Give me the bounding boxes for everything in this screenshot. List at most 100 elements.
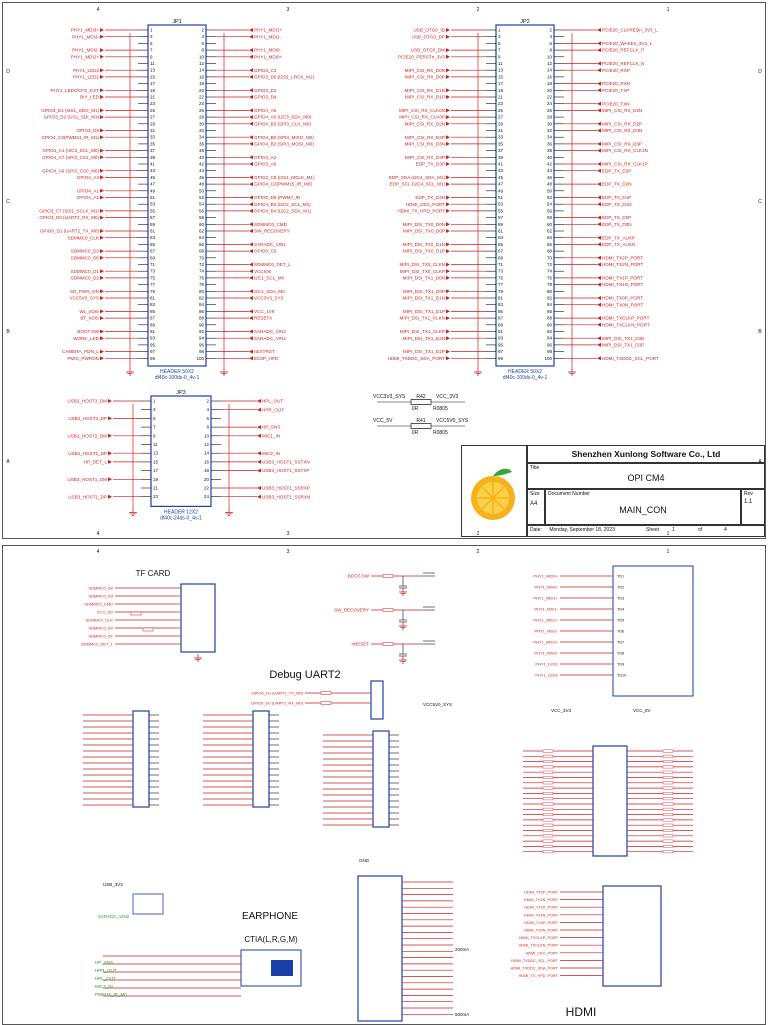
size-value: A4 (530, 501, 538, 507)
jp3-net-label-left: USB2_HOST3_DM (67, 399, 107, 404)
jp1-net-label-right: SDMMC0_DET_L (254, 262, 291, 267)
jp3-ref: JP3 (176, 390, 185, 396)
jp2-pin-number: 96 (547, 342, 553, 347)
jp3-net-label-right: HPL_OUT (262, 399, 283, 404)
jp1-net-label-right: GPIO3_A6 (254, 162, 277, 167)
resistor-icon (542, 802, 554, 806)
net-arrow-icon (100, 68, 104, 73)
jp2-net-label-right: EDP_TX_D0N (602, 222, 632, 227)
jp1-net-label-left: DIY_LED (80, 95, 100, 100)
jp1-net-label-left: PHY1_MDI3+ (71, 28, 100, 33)
jp1-net-label-right: nEXTRST (254, 349, 275, 354)
jp2-net-label-left: MIPI_CSI_RX_D3P (405, 155, 445, 160)
tf-net-label: SDMMC0_D0 (88, 626, 113, 631)
net-arrow-icon (249, 34, 253, 39)
zone-marker: 1 (667, 531, 670, 537)
net-arrow-icon (446, 141, 450, 146)
docnum-label: Document Number (548, 491, 590, 497)
net-arrow-icon (100, 215, 104, 220)
net-arrow-icon (249, 95, 253, 99)
jp2-net-label-right: EDP_TX_D2P (602, 168, 631, 173)
jp2-pin-number: 1 (498, 28, 501, 33)
jp2-pin-number: 47 (498, 182, 504, 187)
jp2-pin-number: 41 (498, 162, 504, 167)
net-arrow-icon (257, 399, 261, 403)
net-arrow-icon (249, 275, 253, 280)
jp3-net-label-left: HP_DET_L (84, 460, 108, 465)
zone-marker: B (6, 329, 10, 335)
hdmi-title: HDMI (566, 1005, 597, 1019)
uart-net-label: GPIO0_D1 (UART2_TX_M0) (252, 691, 304, 696)
net-arrow-icon (108, 477, 112, 482)
jp3-pin-number: 24 (204, 494, 210, 499)
net-arrow-icon (108, 416, 112, 421)
net-arrow-icon (597, 68, 601, 73)
zone-marker: 4 (97, 549, 100, 555)
docnum-cell: Document Number MAIN_CON (545, 489, 741, 525)
resistor-icon (542, 845, 554, 848)
misc-net-label: HPL_OUT (95, 976, 116, 981)
jp2-net-label-left: EDP_TX_D3P (416, 162, 445, 167)
resistor-icon (662, 776, 674, 779)
jp1-net-label-right: PHY1_MDI1- (254, 34, 282, 39)
jp1-pin-number: 56 (199, 208, 205, 213)
jp1-pin-number: 25 (150, 108, 156, 113)
jp1-net-label-right: I2C1_SCL_M0 (254, 276, 285, 281)
jp2-net-label-right: PCIE20_CLKREQn_3V3_L (602, 28, 658, 33)
jp2-pin-number: 89 (498, 322, 504, 327)
jp2-pin-number: 70 (547, 255, 553, 260)
resistor-icon (662, 765, 674, 769)
eth-net-label: PHY1_MDI1+ (533, 596, 558, 601)
rev-value: 1.1 (744, 499, 753, 505)
jp2-pin-number: 71 (498, 262, 504, 267)
orange-logo-icon (471, 468, 515, 520)
jp1-pin-number: 23 (150, 101, 156, 106)
net-arrow-icon (100, 74, 104, 79)
jp2-net-label-left: MIPI_CSI_RX_CLK0P (399, 115, 445, 120)
jp1-pin-number: 14 (199, 68, 205, 73)
jp1-pin-number: 61 (150, 229, 156, 234)
resistor-icon (542, 850, 554, 854)
jp1-net-label-right: SDMMC0_CMD (254, 222, 288, 227)
jp1-pin-number: 57 (150, 215, 156, 220)
net-arrow-icon (249, 115, 253, 120)
jp1-pin-number: 63 (150, 235, 156, 240)
jp1-pin-number: 33 (150, 135, 156, 140)
net-arrow-icon (100, 115, 104, 120)
jp2-net-label-left: MIPI_DSI_TX1_D2N (403, 336, 445, 341)
jp1-net-label-right: GPIO4_B4 (I2C2_SDA_M1) (254, 209, 312, 214)
net-arrow-icon (446, 48, 450, 53)
jp2-net-label-right: HDMI_TX0P_PORT (602, 296, 643, 301)
jp1-pin-number: 32 (199, 128, 205, 133)
jp2-pin-number: 72 (547, 262, 553, 267)
jp2-pin-number: 23 (498, 101, 504, 106)
jp2-net-label-left: MIPI_DSI_TX0_D0P (403, 229, 445, 234)
net-arrow-icon (100, 296, 104, 300)
jp1-net-label-left: PMIC_PWRON (67, 356, 99, 361)
net-arrow-icon (257, 433, 261, 438)
resistor-icon (662, 786, 674, 790)
jp1-pin-number: 18 (199, 81, 205, 86)
jp2-net-label-left: USB_OTG0_DP (412, 34, 445, 39)
hdmi-net-label: HDMI_TX0N_PORT (524, 929, 559, 933)
net-arrow-icon (108, 494, 112, 499)
jp1-pin-number: 98 (199, 349, 205, 354)
jp1-net-label-left: GPIO3_D0 (UART2_RX_M0) (39, 215, 99, 220)
logo-cell (461, 445, 527, 537)
jp1-net-label-right: SARADC_VIN1 (254, 242, 286, 247)
jp2-pin-number: 8 (549, 48, 552, 53)
jp1-pin-number: 38 (199, 148, 205, 153)
jp3-pin-number: 1 (153, 399, 156, 404)
jp1-pin-number: 64 (199, 235, 205, 240)
jp2-ref: JP2 (520, 19, 529, 25)
jp1-pin-number: 92 (199, 329, 205, 334)
net-arrow-icon (597, 61, 601, 66)
net-arrow-icon (446, 275, 450, 280)
net-arrow-icon (446, 202, 450, 207)
jp2-net-label-left: HDMI_CEC_PORT (406, 202, 445, 207)
net-arrow-icon (249, 141, 253, 146)
net-arrow-icon (446, 296, 450, 300)
jp3-pin-number: 6 (206, 416, 209, 421)
jp2-net-label-right: EDP_TX_AUXN (602, 242, 635, 247)
net-arrow-icon (446, 329, 450, 334)
